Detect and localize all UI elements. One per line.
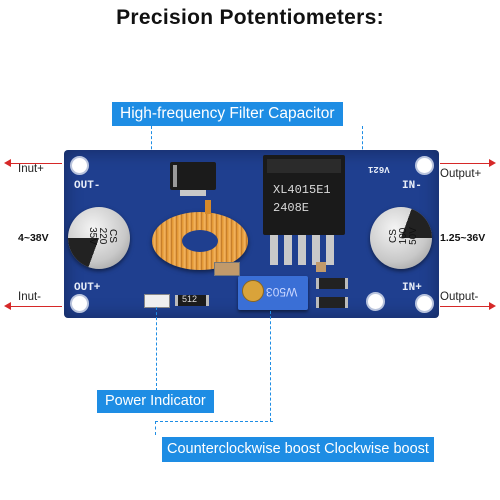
mounting-hole: [415, 156, 434, 175]
smd-resistor: [316, 297, 348, 308]
pot-text: W503: [266, 285, 298, 299]
boost-label: Counterclockwise boost Clockwise boost: [162, 437, 434, 462]
power-led: [144, 294, 170, 308]
output-plus-arrow: [440, 163, 490, 164]
output-minus-label: Output-: [440, 291, 479, 303]
precision-potentiometer[interactable]: W503: [238, 276, 308, 310]
right-cap-text-3: 50V: [408, 227, 419, 245]
input-minus-arrow: [10, 306, 62, 307]
schottky-diode: [170, 162, 216, 190]
mounting-hole: [366, 292, 385, 311]
output-minus-arrow: [440, 306, 490, 307]
boost-guide-drop: [155, 421, 156, 435]
mounting-hole: [415, 294, 434, 313]
mounting-hole: [70, 156, 89, 175]
power-indicator-guide: [156, 307, 157, 391]
input-minus-arrowhead: [4, 302, 11, 310]
output-voltage: 1.25~36V: [440, 232, 486, 244]
output-minus-arrowhead: [489, 302, 496, 310]
boost-guide-vertical: [270, 311, 271, 421]
resistor-512: 512: [175, 294, 209, 306]
filter-capacitor-label: High-frequency Filter Capacitor: [112, 102, 343, 126]
input-plus-label: Inut+: [18, 163, 44, 175]
in-plus-label: IN+: [402, 282, 422, 294]
left-cap-text-1: CS: [107, 229, 118, 243]
input-minus-label: Inut-: [18, 291, 42, 303]
resistor-text: 512: [182, 294, 198, 304]
output-plus-label: Output+: [440, 168, 482, 180]
right-capacitor: CS 100 50V: [370, 207, 432, 269]
power-indicator-label: Power Indicator: [97, 390, 214, 413]
out-minus-label: OUT-: [74, 180, 101, 192]
input-plus-arrowhead: [4, 159, 11, 167]
output-plus-arrowhead: [489, 159, 496, 167]
regulator-chip: XL4015E1 2408E: [263, 155, 345, 235]
input-plus-arrow: [10, 163, 62, 164]
left-cap-text-2: 220: [97, 227, 108, 245]
chip-text-2: 2408E: [273, 201, 310, 215]
smd-capacitor: [214, 262, 240, 276]
left-cap-text-3: 35V: [87, 227, 98, 245]
smd-resistor: [316, 278, 348, 289]
in-minus-label: IN-: [402, 180, 422, 192]
toroidal-inductor: [152, 212, 248, 270]
mounting-hole: [70, 294, 89, 313]
out-plus-label: OUT+: [74, 282, 101, 294]
right-capacitor-band: [370, 207, 432, 269]
chip-text-1: XL4015E1: [273, 183, 331, 197]
page-title: Precision Potentiometers:: [116, 6, 384, 29]
input-voltage: 4~38V: [18, 232, 49, 244]
smd-part: [316, 262, 326, 272]
left-capacitor-band: [68, 207, 130, 269]
left-capacitor: CS 220 35V: [68, 207, 130, 269]
boost-guide-horizontal: [155, 421, 273, 422]
version-label: V621: [368, 164, 390, 174]
